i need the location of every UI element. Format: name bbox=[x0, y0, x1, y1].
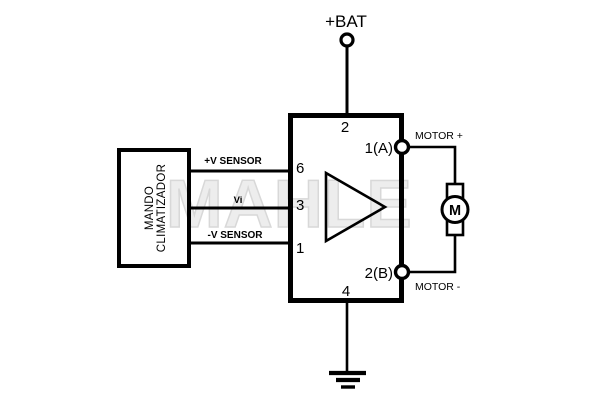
pin-1-label: 1 bbox=[296, 240, 304, 257]
motor-plus-terminal-icon bbox=[393, 138, 411, 156]
pin-4-label: 4 bbox=[342, 283, 350, 300]
ground-icon bbox=[329, 370, 366, 389]
pin-2-label: 2 bbox=[341, 119, 349, 136]
motor-minus-label: MOTOR - bbox=[415, 281, 461, 293]
battery-label: +BAT bbox=[325, 12, 367, 31]
pin-3-label: 3 bbox=[296, 197, 304, 214]
amplifier-triangle-icon bbox=[324, 170, 388, 244]
pin-2b-label: 2(B) bbox=[365, 265, 393, 282]
controller-label-line2: CLIMATIZADOR bbox=[156, 164, 168, 252]
pin-1a-label: 1(A) bbox=[365, 140, 393, 157]
climate-control-box bbox=[117, 148, 191, 268]
motor-plus-label: MOTOR + bbox=[415, 130, 463, 142]
motor-minus-terminal-icon bbox=[393, 263, 411, 281]
motor-symbol-label: M bbox=[449, 203, 461, 219]
motor-circle bbox=[440, 195, 470, 224]
battery-terminal-icon bbox=[339, 32, 355, 48]
minus-sensor-label: -V SENSOR bbox=[207, 230, 263, 241]
pin-6-label: 6 bbox=[296, 160, 304, 177]
driver-module-box bbox=[288, 113, 404, 303]
vi-label: Vi bbox=[234, 195, 243, 206]
motor-icon: M bbox=[440, 182, 470, 237]
plus-sensor-label: +V SENSOR bbox=[204, 156, 262, 167]
controller-label-line1: MANDO bbox=[144, 186, 156, 230]
